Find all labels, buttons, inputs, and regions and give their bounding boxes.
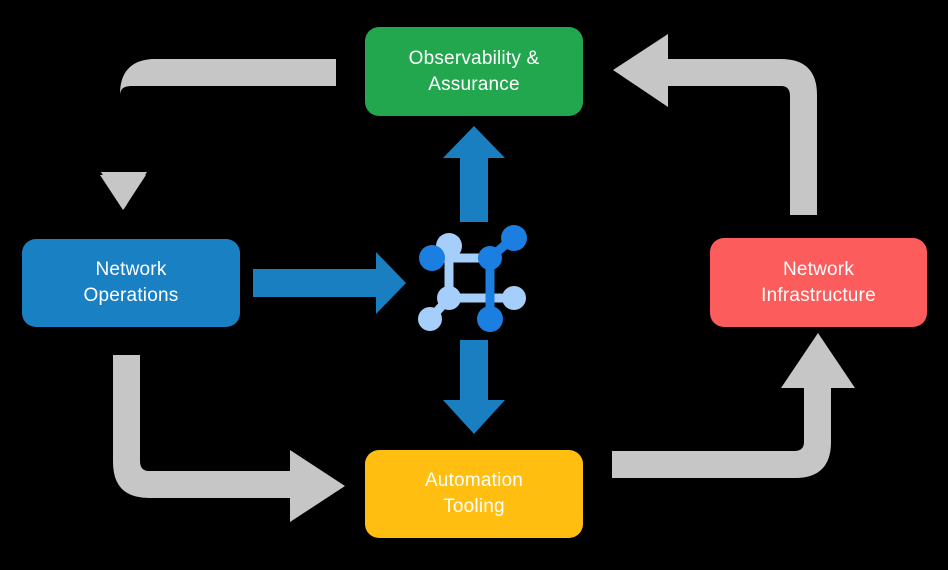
node-network-infrastructure[interactable]: Network Infrastructure xyxy=(710,238,927,327)
topology-node-top-right-dark xyxy=(501,225,527,251)
node-operations-label: Network Operations xyxy=(83,259,179,306)
node-automation-label: Automation Tooling xyxy=(424,470,524,517)
gray-arrow-infrastructure-to-observability xyxy=(613,34,817,215)
node-automation-tooling[interactable]: Automation Tooling xyxy=(365,450,583,538)
network-topology-icon xyxy=(418,225,527,332)
topology-node-bottom-dark xyxy=(477,306,503,332)
blue-arrow-center-to-observability xyxy=(443,126,505,222)
node-observability-assurance[interactable]: Observability & Assurance xyxy=(365,27,583,116)
node-network-operations[interactable]: Network Operations xyxy=(22,239,240,327)
topology-node-mid-light xyxy=(437,286,461,310)
topology-node-hub-dark xyxy=(478,246,502,270)
gray-arrow-observability-to-operations xyxy=(101,59,336,209)
gray-arrow-observability-to-operations-body xyxy=(100,59,336,210)
topology-node-bottom-left-light xyxy=(418,307,442,331)
gray-arrow-automation-to-infrastructure xyxy=(612,333,855,478)
node-infrastructure-label: Network Infrastructure xyxy=(761,258,876,306)
node-observability-label: Observability & Assurance xyxy=(408,47,540,95)
blue-arrow-center-to-automation xyxy=(443,340,505,434)
blue-arrow-operations-to-center xyxy=(253,252,406,314)
topology-node-left-dark xyxy=(419,245,445,271)
gray-arrow-operations-to-automation xyxy=(113,355,345,522)
topology-node-right-light xyxy=(502,286,526,310)
